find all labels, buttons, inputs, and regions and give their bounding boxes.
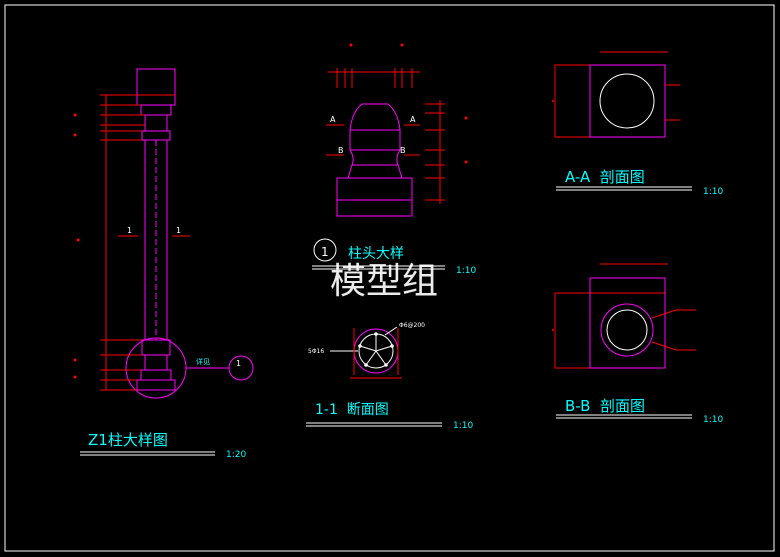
capital-mark-a-left: A <box>330 115 336 124</box>
capital-title: 柱头大样 <box>348 246 404 262</box>
section-b-b-scale: 1:10 <box>703 415 723 425</box>
column-dimensions <box>73 94 190 391</box>
column-detail-note: 详见 <box>196 357 210 366</box>
capital-number-circle <box>313 238 337 262</box>
column-title: Z1柱大样图 <box>88 431 168 449</box>
section-a-a-title: A-A 剖面图 <box>565 168 645 186</box>
capital-detail <box>336 103 413 217</box>
section-1-1-scale: 1:10 <box>453 421 473 431</box>
capital-number: 1 <box>321 245 329 259</box>
column-cut-mark-left: 1 <box>127 226 132 235</box>
section-1-1-main-bar-note: 5Φ16 <box>308 348 324 355</box>
column-scale: 1:20 <box>226 450 246 460</box>
capital-mark-b-left: B <box>338 146 344 155</box>
section-a-a <box>552 51 680 138</box>
capital-dimensions <box>326 43 468 204</box>
column-callout-number: 1 <box>236 359 241 368</box>
column-elevation <box>125 68 254 399</box>
section-b-b-title: B-B 剖面图 <box>565 397 645 415</box>
watermark: 模型组 <box>330 261 438 302</box>
section-a-a-scale: 1:10 <box>703 187 723 197</box>
section-b-b <box>552 263 696 369</box>
sheet-frame <box>4 4 775 552</box>
capital-mark-a-right: A <box>410 115 416 124</box>
section-1-1-stirrup-note: Φ6@200 <box>399 322 425 329</box>
column-cut-mark-right: 1 <box>176 226 181 235</box>
capital-mark-b-right: B <box>400 146 406 155</box>
capital-scale: 1:10 <box>456 266 476 276</box>
section-1-1-title: 1-1 断面图 <box>315 402 389 418</box>
section-1-1 <box>330 326 402 379</box>
